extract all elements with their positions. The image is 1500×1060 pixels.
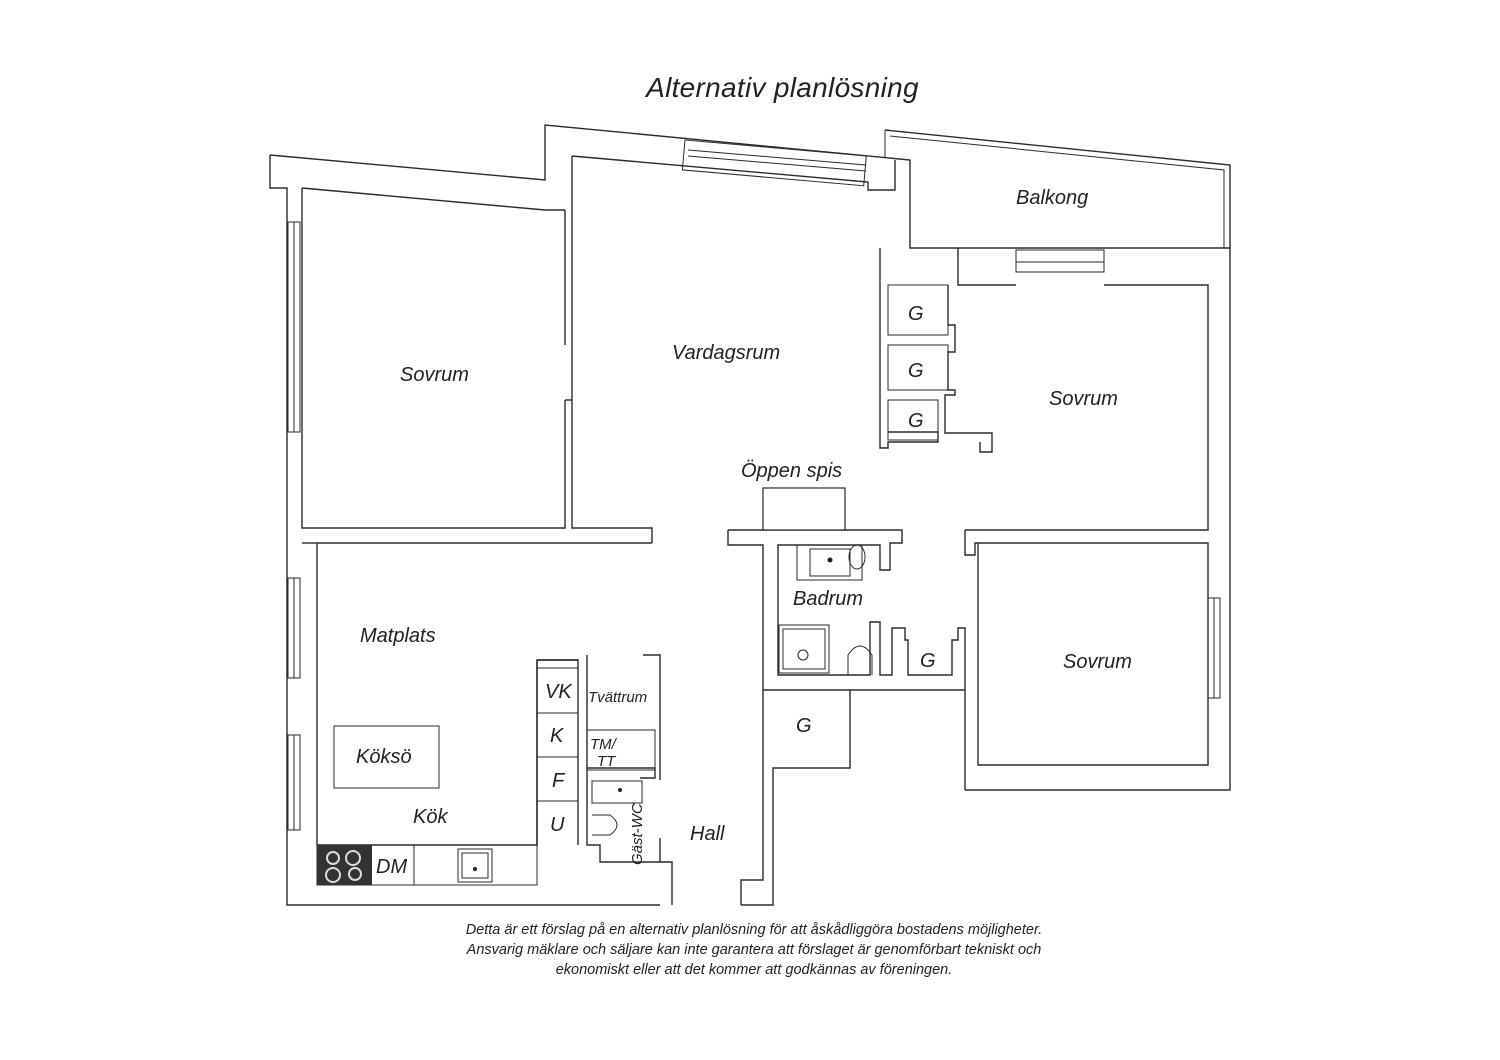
label-k: K [550,725,565,747]
plan-title: Alternativ planlösning [646,72,919,103]
outer-walls [269,124,1231,906]
label-oppen-spis: Öppen spis [741,460,842,482]
label-closet-g2: G [908,360,924,382]
label-dm: DM [376,856,407,878]
bath-tap-icon [848,544,866,570]
closet-labels: G G G G G [796,303,936,737]
label-sovrum-1: Sovrum [400,364,469,386]
label-tvattrum: Tvättrum [588,689,647,706]
label-hall: Hall [690,823,725,845]
label-closet-g-bath: G [920,650,936,672]
wc-toilet-icon [592,814,618,836]
fireplace [762,487,846,531]
label-sovrum-3: Sovrum [1063,651,1132,673]
label-tm-tt-1: TM/ [590,736,618,753]
kitchen-sink-icon [457,848,493,883]
label-closet-g1: G [908,303,924,325]
label-u: U [550,814,565,836]
kitchen-fixtures [316,725,538,886]
interior-walls [302,156,1209,905]
bathroom-fixtures [591,544,873,836]
bath-sink-icon [796,544,863,581]
label-closet-g-hall: G [796,715,812,737]
toilet-icon [847,645,873,675]
label-balkong: Balkong [1016,187,1088,209]
label-gast-wc: Gäst-WC [629,803,646,865]
appliance-labels: VK K F U DM TM/ TT [376,681,618,878]
label-f: F [552,770,566,792]
label-closet-g3: G [908,410,924,432]
label-vardagsrum: Vardagsrum [672,342,780,364]
label-vk: VK [545,681,573,703]
label-kok: Kök [413,806,448,828]
label-tm-tt-2: TT [597,753,617,770]
disclaimer-line-2: Ansvarig mäklare och säljare kan inte ga… [466,942,1042,958]
disclaimer-line-3: ekonomiskt eller att det kommer att godk… [555,962,953,978]
label-badrum: Badrum [793,588,863,610]
disclaimer: Detta är ett förslag på en alternativ pl… [380,920,1128,980]
label-sovrum-2: Sovrum [1049,388,1118,410]
kitchen-island [333,725,440,789]
room-labels: Sovrum Vardagsrum Balkong Sovrum Sovrum … [356,187,1132,865]
windows [287,139,1221,831]
label-koksö: Köksö [356,746,412,768]
label-matplats: Matplats [360,625,436,647]
stove-icon [317,845,372,885]
disclaimer-line-1: Detta är ett förslag på en alternativ pl… [465,922,1043,938]
shower-icon [778,624,830,674]
wc-sink-icon [591,780,643,804]
